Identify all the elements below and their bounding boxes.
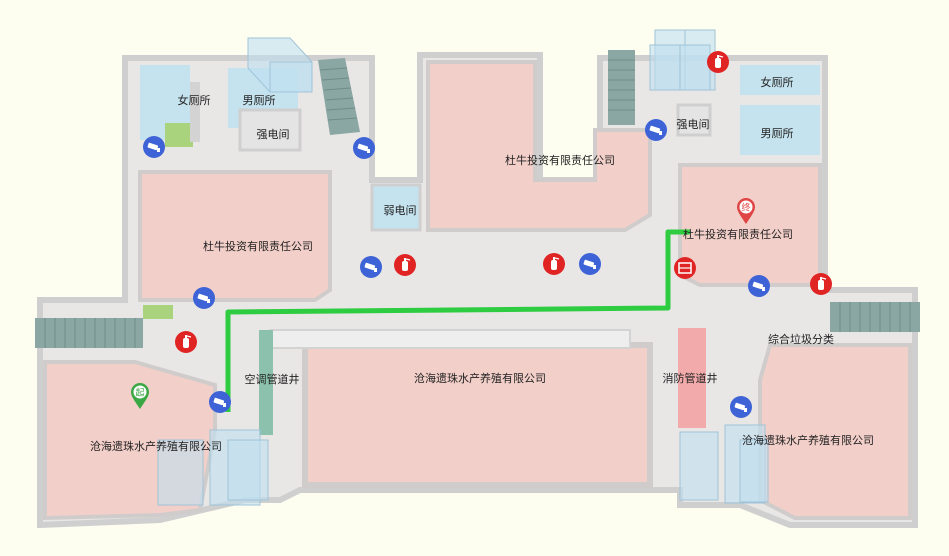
fire-extinguisher-icon[interactable] [393, 253, 417, 281]
elevator-top-right [649, 29, 716, 91]
room-label-dufu-center: 杜牛投资有限责任公司 [505, 154, 615, 167]
grass-patch-left [143, 305, 173, 319]
security-camera-icon[interactable] [352, 136, 376, 164]
label-womens-restroom-right: 女厕所 [760, 76, 794, 89]
fire-hydrant-box-icon[interactable] [674, 257, 696, 279]
room-label-canghai-center: 沧海遗珠水产养殖有限公司 [414, 372, 546, 385]
start-pin-icon[interactable]: 起 [130, 382, 150, 410]
room-label-canghai-right: 沧海遗珠水产养殖有限公司 [742, 434, 874, 447]
room-label-canghai-left: 沧海遗珠水产养殖有限公司 [90, 440, 222, 453]
room-dufu-center[interactable] [426, 60, 652, 232]
label-mens-restroom-left: 男厕所 [242, 94, 276, 107]
restroom-block-right [676, 65, 820, 155]
room-canghai-right[interactable] [758, 343, 912, 520]
elevator-top-left [247, 37, 313, 93]
security-camera-icon[interactable] [578, 252, 602, 280]
security-camera-icon[interactable] [359, 255, 383, 283]
label-womens-restroom-left: 女厕所 [177, 94, 211, 107]
stairs-top-left [318, 58, 360, 135]
end-marker-text: 终 [741, 202, 750, 214]
security-camera-icon[interactable] [192, 286, 216, 314]
grass-patch [165, 123, 193, 147]
ac-shaft[interactable] [259, 330, 273, 435]
navigation-route [225, 229, 690, 412]
label-mens-restroom-right: 男厕所 [760, 127, 794, 140]
label-ac-shaft: 空调管道井 [244, 373, 300, 386]
security-camera-icon[interactable] [729, 395, 753, 423]
end-pin-icon[interactable]: 终 [736, 197, 756, 225]
room-canghai-center[interactable] [302, 342, 653, 488]
room-label-dufu-right: 杜牛投资有限责任公司 [683, 228, 793, 241]
stairs-left-side [35, 318, 143, 348]
fire-extinguisher-icon[interactable] [174, 330, 198, 358]
stairs-top-right [608, 50, 635, 125]
fire-extinguisher-icon[interactable] [542, 252, 566, 280]
label-weak-power-room: 弱电间 [383, 204, 417, 217]
fire-extinguisher-icon[interactable] [706, 50, 730, 78]
fire-extinguisher-icon[interactable] [809, 272, 833, 300]
restroom-block-left [140, 65, 302, 152]
corridor-wall [269, 329, 631, 349]
label-waste-sorting: 综合垃圾分类 [768, 333, 834, 346]
stairs-right-side [830, 302, 920, 332]
elevator-bottom-right [679, 424, 769, 504]
security-camera-icon[interactable] [747, 274, 771, 302]
label-power-room-left: 强电间 [256, 128, 290, 141]
elevator-bottom-left [157, 429, 269, 506]
start-marker-text: 起 [135, 388, 144, 399]
room-label-dufu-left: 杜牛投资有限责任公司 [203, 240, 313, 253]
label-fire-shaft: 消防管道井 [662, 372, 718, 385]
room-weak-power[interactable] [370, 183, 422, 232]
fire-shaft[interactable] [678, 328, 706, 428]
security-camera-icon[interactable] [208, 390, 232, 418]
room-dufu-left[interactable] [138, 170, 332, 302]
label-power-room-right: 强电间 [676, 118, 710, 131]
security-camera-icon[interactable] [644, 118, 668, 146]
security-camera-icon[interactable] [142, 135, 166, 163]
